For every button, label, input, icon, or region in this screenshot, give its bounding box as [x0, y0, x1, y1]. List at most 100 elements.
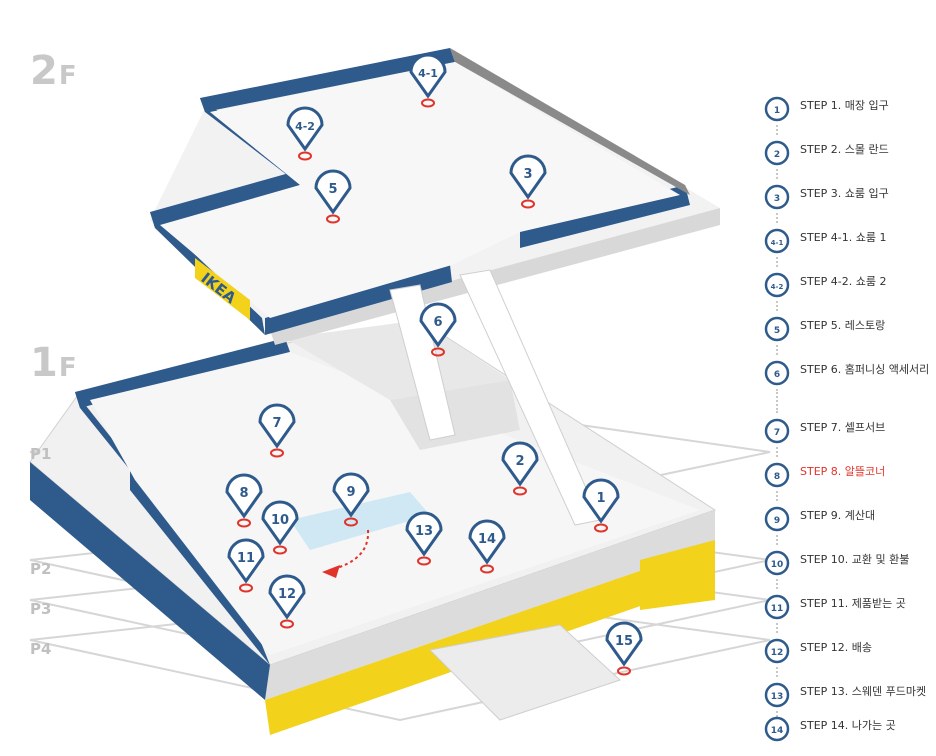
svg-text:11: 11	[771, 604, 784, 614]
legend-connector	[776, 213, 780, 223]
map-marker-label: 10	[271, 513, 289, 528]
map-marker-label: 13	[415, 524, 433, 539]
map-marker-4-2[interactable]: 4-2	[286, 106, 324, 161]
svg-text:6: 6	[774, 370, 780, 380]
legend-connector	[776, 169, 780, 179]
map-marker-10[interactable]: 10	[261, 500, 299, 555]
floor-2f: IKEA	[150, 48, 720, 345]
legend-step-label: STEP 10. 교환 및 환불	[800, 553, 910, 566]
svg-text:8: 8	[774, 472, 780, 482]
svg-text:4-1: 4-1	[771, 239, 784, 247]
legend-connector	[776, 257, 780, 267]
step-badge-icon: 12	[764, 638, 790, 664]
step-badge-icon: 2	[764, 140, 790, 166]
location-dot	[273, 545, 287, 555]
location-dot	[298, 151, 312, 161]
legend-step-9[interactable]: 9 STEP 9. 계산대	[764, 502, 934, 546]
legend-step-5[interactable]: 5 STEP 5. 레스토랑	[764, 312, 934, 356]
legend-connector	[776, 535, 780, 545]
legend-step-label: STEP 7. 셀프서브	[800, 421, 886, 434]
step-badge-icon: 4-1	[764, 228, 790, 254]
location-dot	[421, 98, 435, 108]
step-badge-icon: 9	[764, 506, 790, 532]
legend-step-label: STEP 8. 알뜰코너	[800, 465, 886, 478]
map-marker-5[interactable]: 5	[314, 169, 352, 224]
legend-step-label: STEP 14. 나가는 곳	[800, 719, 896, 732]
map-marker-8[interactable]: 8	[225, 473, 263, 528]
map-marker-7[interactable]: 7	[258, 403, 296, 458]
legend-step-6[interactable]: 6 STEP 6. 홈퍼니싱 액세서리	[764, 356, 934, 413]
svg-text:2: 2	[774, 150, 780, 160]
legend-connector	[776, 491, 780, 501]
map-marker-label: 4-1	[418, 67, 438, 80]
location-dot	[521, 199, 535, 209]
legend-step-label: STEP 12. 배송	[800, 641, 873, 654]
floor-1f-label: 1F	[30, 340, 78, 386]
map-marker-12[interactable]: 12	[268, 574, 306, 629]
location-dot	[239, 583, 253, 593]
step-badge-icon: 11	[764, 594, 790, 620]
map-marker-4-1[interactable]: 4-1	[409, 53, 447, 108]
legend-step-label: STEP 6. 홈퍼니싱 액세서리	[800, 363, 930, 376]
location-dot	[480, 564, 494, 574]
step-badge-icon: 8	[764, 462, 790, 488]
map-marker-1[interactable]: 1	[582, 478, 620, 533]
location-dot	[237, 518, 251, 528]
svg-text:7: 7	[774, 428, 780, 438]
legend-connector	[776, 711, 780, 717]
location-dot	[280, 619, 294, 629]
map-marker-9[interactable]: 9	[332, 472, 370, 527]
map-marker-2[interactable]: 2	[501, 441, 539, 496]
legend-step-4-1[interactable]: 4-1 STEP 4-1. 쇼룸 1	[764, 224, 934, 268]
legend-step-label: STEP 9. 계산대	[800, 509, 876, 522]
legend-step-7[interactable]: 7 STEP 7. 셀프서브	[764, 414, 934, 458]
legend-step-8[interactable]: 8 STEP 8. 알뜰코너	[764, 458, 934, 502]
legend-step-12[interactable]: 12 STEP 12. 배송	[764, 634, 934, 678]
location-dot	[431, 347, 445, 357]
legend-connector	[776, 579, 780, 589]
map-marker-label: 1	[596, 491, 605, 506]
map-marker-label: 8	[239, 486, 248, 501]
location-dot	[617, 666, 631, 676]
location-dot	[270, 448, 284, 458]
map-marker-11[interactable]: 11	[227, 538, 265, 593]
map-marker-3[interactable]: 3	[509, 154, 547, 209]
location-dot	[513, 486, 527, 496]
svg-text:5: 5	[774, 326, 780, 336]
map-marker-6[interactable]: 6	[419, 302, 457, 357]
map-marker-14[interactable]: 14	[468, 519, 506, 574]
legend-step-label: STEP 4-1. 쇼룸 1	[800, 231, 887, 244]
svg-text:4-2: 4-2	[771, 283, 784, 291]
svg-text:9: 9	[774, 516, 780, 526]
location-dot	[417, 556, 431, 566]
map-marker-label: 2	[515, 454, 524, 469]
step-badge-icon: 7	[764, 418, 790, 444]
step-badge-icon: 1	[764, 96, 790, 122]
location-dot	[326, 214, 340, 224]
store-map: IKEA 4-1 4-2 5 3 6 7 2 1 8 9 10 13 14 11 12 15	[29, 48, 771, 735]
svg-text:1: 1	[774, 106, 780, 116]
step-badge-icon: 14	[764, 716, 790, 742]
map-marker-label: 5	[328, 182, 337, 197]
parking-label-p3: P3	[30, 600, 52, 618]
map-marker-label: 3	[523, 167, 532, 182]
legend-connector	[776, 125, 780, 135]
map-marker-label: 4-2	[295, 120, 315, 133]
legend-step-14[interactable]: 14 STEP 14. 나가는 곳	[764, 712, 934, 756]
svg-text:14: 14	[771, 726, 784, 736]
floor-1f	[29, 319, 717, 735]
legend-connector	[776, 447, 780, 457]
map-marker-label: 11	[237, 551, 255, 566]
map-marker-label: 15	[615, 634, 633, 649]
map-marker-15[interactable]: 15	[605, 621, 643, 676]
location-dot	[344, 517, 358, 527]
legend-step-label: STEP 5. 레스토랑	[800, 319, 886, 332]
map-marker-13[interactable]: 13	[405, 511, 443, 566]
